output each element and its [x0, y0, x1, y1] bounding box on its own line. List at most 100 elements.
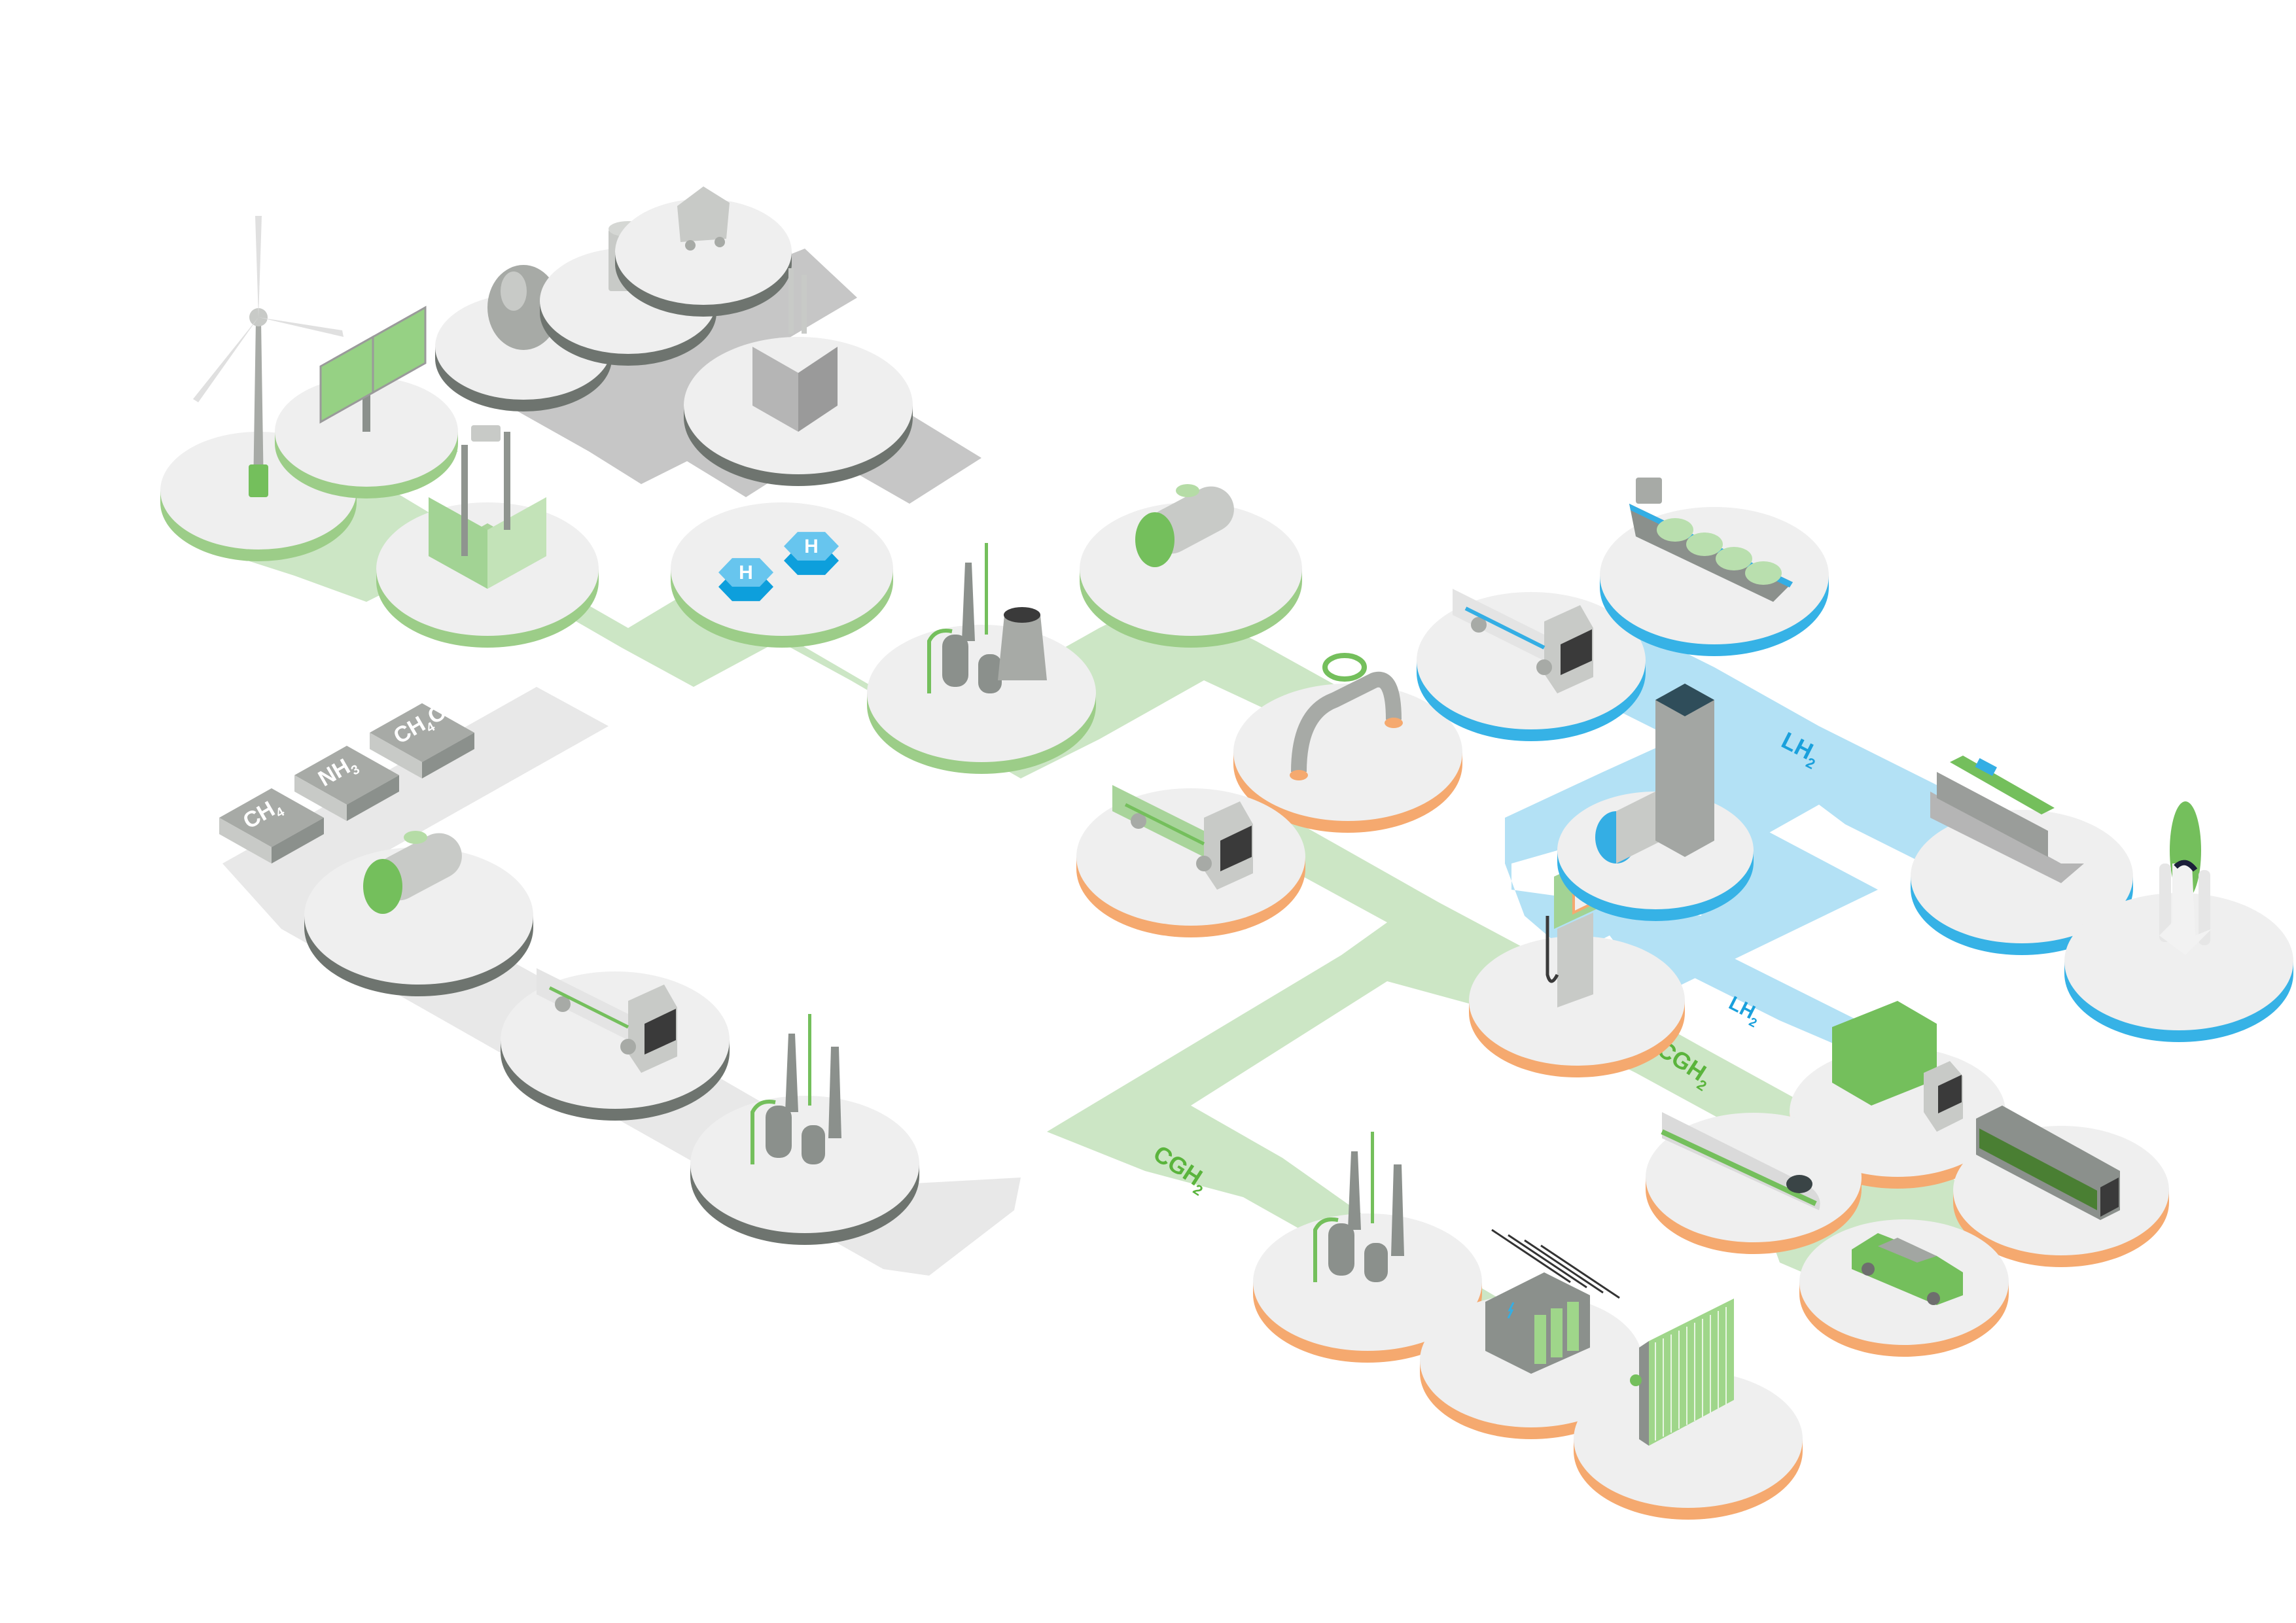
node-passenger-car [1799, 1219, 2009, 1357]
tile-right [272, 818, 324, 864]
tile-left [294, 775, 347, 821]
power-line [1508, 1234, 1587, 1289]
wheel [1536, 659, 1552, 675]
wheel [715, 237, 725, 247]
passenger-car-icon [1852, 1233, 1963, 1305]
node-heating-radiator [1574, 1299, 1803, 1520]
disk-top [1076, 788, 1305, 926]
hose [1545, 916, 1559, 983]
wheel [1131, 813, 1146, 829]
dispenser-body [1557, 913, 1593, 1007]
disk-top [671, 502, 893, 636]
disk-top [867, 625, 1096, 762]
pool [1975, 758, 1997, 777]
nodes-layer: HH [160, 186, 2293, 1520]
hex-top [718, 558, 773, 587]
lh2-dome [1745, 561, 1782, 585]
cooling-fin [1567, 1302, 1579, 1351]
node-industrial-plant [867, 543, 1096, 774]
wheel [1927, 1292, 1940, 1305]
train-stripe [1661, 1129, 1817, 1206]
tank-left [429, 497, 487, 589]
h-atom-label: H [739, 562, 753, 584]
electrolyzer-icon [429, 425, 546, 589]
pipe [927, 629, 953, 693]
silo [942, 635, 968, 687]
cruise-ship-icon [1930, 756, 2084, 883]
highlight [501, 271, 527, 311]
electrode [504, 432, 510, 530]
carrier-refinery-icon [751, 1014, 841, 1164]
stripe [1464, 606, 1545, 650]
tile-left [219, 818, 272, 864]
disk-top [501, 971, 730, 1109]
silo [1364, 1243, 1388, 1282]
flare-pipe [1371, 1132, 1374, 1223]
wheel [685, 240, 696, 251]
panel [372, 305, 427, 394]
node-city-bus [1953, 1106, 2169, 1267]
tank-hatch [404, 831, 427, 844]
pipe [1291, 671, 1402, 773]
chimney [788, 268, 794, 334]
car-body [1852, 1233, 1963, 1305]
node-lh2-carrier-ship [1600, 478, 1829, 656]
node-chemical-plant [1253, 1132, 1482, 1363]
cockpit [2174, 860, 2198, 872]
h-atom-1: H [718, 558, 773, 601]
tile-left [370, 733, 422, 778]
cooling-tower [998, 615, 1047, 680]
node-lh2-storage-building [1557, 684, 1754, 921]
tank-hatch [1176, 484, 1199, 497]
flare-pipe [985, 543, 988, 635]
blade [255, 216, 262, 317]
hex-top [784, 532, 839, 561]
lh2-storage-building-icon [1595, 684, 1714, 864]
node-electrolyzer [376, 425, 599, 648]
node-h2-molecule: HH [671, 502, 893, 648]
tower-roof [1655, 684, 1714, 716]
gas-sphere-tank-icon [487, 265, 559, 350]
wheel [1862, 1263, 1875, 1276]
wheel [620, 1039, 636, 1055]
disk-top [615, 199, 792, 305]
silo [978, 654, 1002, 693]
electrode [461, 445, 468, 556]
node-carrier-tanker-truck [501, 968, 730, 1121]
power-line [1524, 1239, 1604, 1294]
pipeline-valve-icon [1290, 653, 1403, 780]
renewable-path [203, 425, 1439, 778]
radiator-panel [1649, 1299, 1734, 1446]
silo [802, 1125, 825, 1164]
valve-wheel [1322, 653, 1367, 682]
tile-right [347, 775, 399, 821]
blade [258, 317, 344, 337]
high-speed-train-icon [1661, 1112, 1820, 1210]
node-space-shuttle [2064, 801, 2293, 1042]
power-line [1540, 1244, 1620, 1299]
tank-right [487, 497, 546, 589]
delivery-truck-icon [1832, 1001, 1963, 1132]
top-deck [1950, 756, 2055, 814]
wind-turbine-icon [193, 216, 344, 497]
bus-windows [1979, 1128, 2097, 1210]
blade [193, 317, 258, 402]
disk-top [1574, 1370, 1803, 1508]
wheel [1471, 617, 1487, 633]
chimney [828, 1047, 841, 1138]
space-shuttle-icon [2159, 801, 2212, 955]
h2-molecule-icon: HH [718, 532, 839, 601]
pipe [1313, 1217, 1339, 1282]
disk-top [2064, 893, 2293, 1030]
silo [1328, 1223, 1354, 1276]
city-bus-icon [1976, 1106, 2120, 1220]
lh2-dome [1686, 532, 1723, 556]
lh2-tanker-truck-icon [1453, 589, 1593, 693]
windshield [2100, 1178, 2119, 1217]
disk-top [1911, 810, 2133, 943]
disk-top [304, 847, 533, 985]
disk-top [1233, 684, 1462, 821]
wheel [1196, 856, 1212, 871]
tower-base [249, 464, 268, 497]
